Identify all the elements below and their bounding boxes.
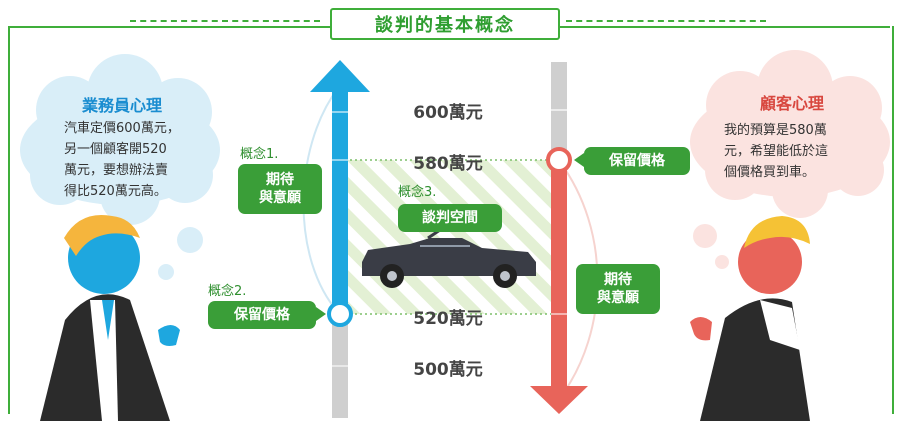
buyer-line: 個價格買到車。 [724,165,816,180]
price-520: 520萬元 [413,309,483,329]
concept3-pill: 談判空間 [398,204,502,232]
concept1-pill: 期待 與意願 [238,164,322,214]
concept2-label: 概念2. [208,284,247,299]
car-icon [362,224,536,288]
seller-line: 得比520萬元高。 [64,184,167,199]
concept2-pill: 保留價格 [208,301,316,329]
seller-line: 汽車定價600萬元， [64,121,180,136]
buyer-cloud-title: 顧客心理 [759,94,824,113]
customer-figure [690,216,810,421]
price-500: 500萬元 [413,360,483,380]
seller-reservation-point [327,301,353,327]
buyer-down-arrow [530,160,588,414]
negotiation-zone [340,160,558,314]
concept1-line: 期待 [266,172,294,188]
buyer-line: 我的預算是580萬 [724,123,827,138]
concept3-label: 概念3. [398,185,437,200]
buyer-thought-cloud [690,50,890,269]
frame-border [8,26,894,414]
header-dash-left [130,20,320,22]
seller-line: 另一個顧客開520 [64,142,167,157]
diagram-title: 談判的基本概念 [330,8,560,40]
concept1-line: 與意願 [259,190,301,206]
seller-cloud-text: 汽車定價600萬元， 另一個顧客開520 萬元，要想辦法賣 得比520萬元高。 [64,118,180,202]
buyer-line: 元，希望能低於這 [724,144,829,159]
price-580: 580萬元 [413,154,483,174]
buyer-reservation-point [546,147,572,173]
buyer-reservation-pill: 保留價格 [584,147,690,175]
buyer-expectation-pill: 期待 與意願 [576,264,660,314]
seller-thought-cloud [20,54,220,280]
buyer-expectation-line: 與意願 [597,290,639,306]
seller-up-arrow [310,60,370,312]
seller-line: 萬元，要想辦法賣 [64,163,169,178]
concept1-label: 概念1. [240,147,279,162]
seller-cloud-title: 業務員心理 [81,96,162,115]
salesman-figure [40,214,180,421]
buyer-expectation-line: 期待 [604,272,632,288]
price-600: 600萬元 [413,103,483,123]
header-dash-right [566,20,766,22]
buyer-cloud-text: 我的預算是580萬 元，希望能低於這 個價格買到車。 [724,120,828,183]
